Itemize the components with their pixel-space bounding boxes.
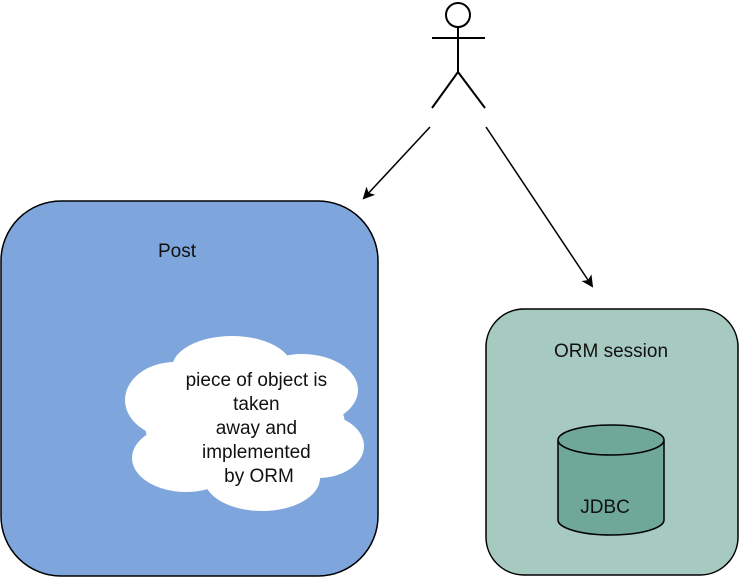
jdbc-label: JDBC <box>580 497 630 518</box>
cloud-text-line: piece of object is <box>186 370 328 391</box>
cloud-shape <box>125 336 364 511</box>
actor-stick-figure-icon <box>431 2 486 109</box>
arrow-actor-to-orm <box>485 126 594 288</box>
cloud-text: piece of object is taken away and implem… <box>186 370 333 487</box>
cloud-text-line: implemented <box>202 442 311 463</box>
post-label: Post <box>158 241 197 262</box>
cloud-text-line: away and <box>216 418 297 439</box>
cloud-text-line: taken <box>233 394 279 415</box>
arrow-actor-to-post <box>362 126 431 200</box>
orm-session-label: ORM session <box>554 341 668 362</box>
database-cylinder-icon <box>557 424 665 536</box>
cloud-text-line: by ORM <box>224 466 294 487</box>
